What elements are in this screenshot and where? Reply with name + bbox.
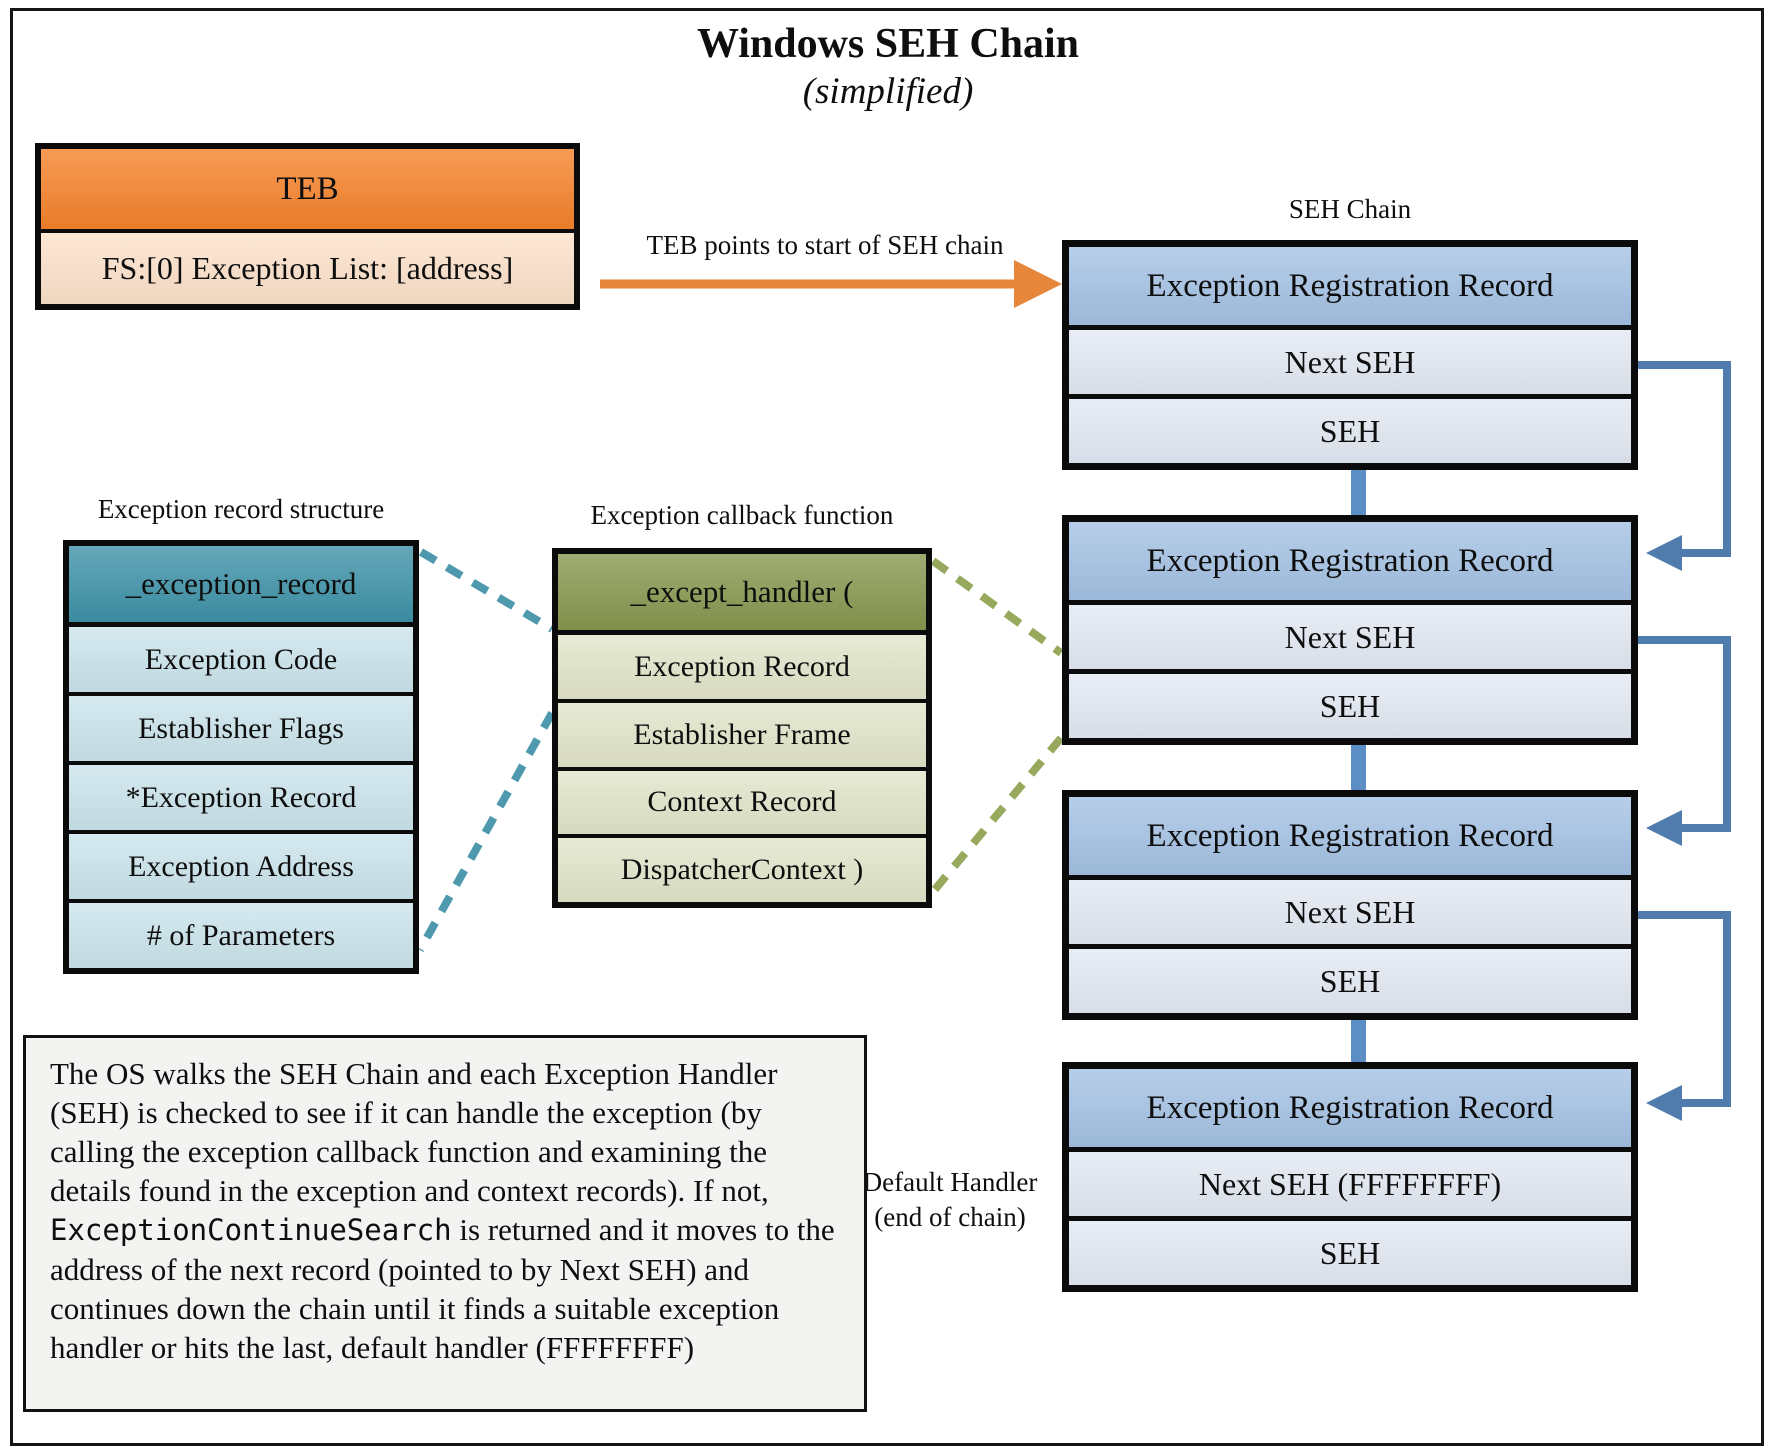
seh-record-4-default-handler: Exception Registration Record Next SEH (… <box>1062 1062 1638 1292</box>
dispatcher-context-param-row: DispatcherContext ) <box>558 834 926 902</box>
establisher-flags-row: Establisher Flags <box>69 692 413 761</box>
diagram-subtitle: (simplified) <box>802 71 974 112</box>
note-text-post: is returned and it moves to the address … <box>50 1212 835 1365</box>
seh-record-header: Exception Registration Record <box>1069 797 1631 880</box>
next-seh-row: Next SEH <box>1069 880 1631 944</box>
chain-connector-stub <box>1351 739 1366 795</box>
seh-row: SEH <box>1069 669 1631 738</box>
seh-row: SEH <box>1069 1216 1631 1285</box>
diagram-title: Windows SEH Chain <box>696 21 1080 67</box>
establisher-frame-param-row: Establisher Frame <box>558 698 926 767</box>
seh-record-2: Exception Registration Record Next SEH S… <box>1062 515 1638 745</box>
teb-header: TEB <box>41 149 574 233</box>
seh-record-3: Exception Registration Record Next SEH S… <box>1062 790 1638 1020</box>
teb-arrow-head <box>1014 260 1062 308</box>
context-record-param-row: Context Record <box>558 766 926 835</box>
exception-record-header: _exception_record <box>69 546 413 627</box>
teb-exception-list-row: FS:[0] Exception List: [address] <box>41 233 574 304</box>
seh-chain-label: SEH Chain <box>1288 194 1412 224</box>
exception-record-ptr-row: *Exception Record <box>69 761 413 830</box>
elbow-arrow-head <box>1646 1085 1682 1121</box>
next-seh-row: Next SEH <box>1069 605 1631 669</box>
chain-connector-stub <box>1351 464 1366 520</box>
teb-box: TEB FS:[0] Exception List: [address] <box>35 143 580 310</box>
callback-dashed-link <box>928 735 1065 896</box>
seh-record-header: Exception Registration Record <box>1069 247 1631 330</box>
elbow-arrow-head <box>1646 810 1682 846</box>
exception-record-dashed-link <box>416 711 556 952</box>
chain-connector-stub <box>1351 1014 1366 1068</box>
explanation-note-box: The OS walks the SEH Chain and each Exce… <box>23 1035 867 1412</box>
exception-callback-box: _except_handler ( Exception Record Estab… <box>552 548 932 908</box>
exception-record-structure-label: Exception record structure <box>97 494 385 524</box>
exception-record-dashed-link <box>418 548 555 633</box>
exception-record-structure-box: _exception_record Exception Code Establi… <box>63 540 419 974</box>
seh-record-1: Exception Registration Record Next SEH S… <box>1062 240 1638 470</box>
default-handler-label-line2: (end of chain) <box>874 1202 1026 1232</box>
default-handler-label-line1: Default Handler <box>862 1167 1038 1197</box>
callback-dashed-link <box>930 557 1064 657</box>
note-code-exception-continue-search: ExceptionContinueSearch <box>50 1213 452 1247</box>
num-parameters-row: # of Parameters <box>69 899 413 968</box>
next-seh-elbow-arrow <box>1638 911 1731 1107</box>
next-seh-elbow-arrow <box>1638 636 1731 832</box>
except-handler-header: _except_handler ( <box>558 554 926 635</box>
outer-border <box>10 8 1764 1446</box>
exception-address-row: Exception Address <box>69 830 413 899</box>
default-handler-label: Default Handler (end of chain) <box>825 1165 1075 1235</box>
seh-record-header: Exception Registration Record <box>1069 522 1631 605</box>
seh-row: SEH <box>1069 944 1631 1013</box>
next-seh-elbow-arrow <box>1638 361 1731 557</box>
seh-record-header: Exception Registration Record <box>1069 1069 1631 1152</box>
elbow-arrow-head <box>1646 535 1682 571</box>
exception-callback-label: Exception callback function <box>590 500 894 530</box>
next-seh-ffffffff-row: Next SEH (FFFFFFFF) <box>1069 1152 1631 1216</box>
exception-code-row: Exception Code <box>69 627 413 692</box>
note-text-pre: The OS walks the SEH Chain and each Exce… <box>50 1056 778 1208</box>
exception-record-param-row: Exception Record <box>558 635 926 699</box>
seh-row: SEH <box>1069 394 1631 463</box>
next-seh-row: Next SEH <box>1069 330 1631 394</box>
teb-arrow-label: TEB points to start of SEH chain <box>646 230 1004 260</box>
